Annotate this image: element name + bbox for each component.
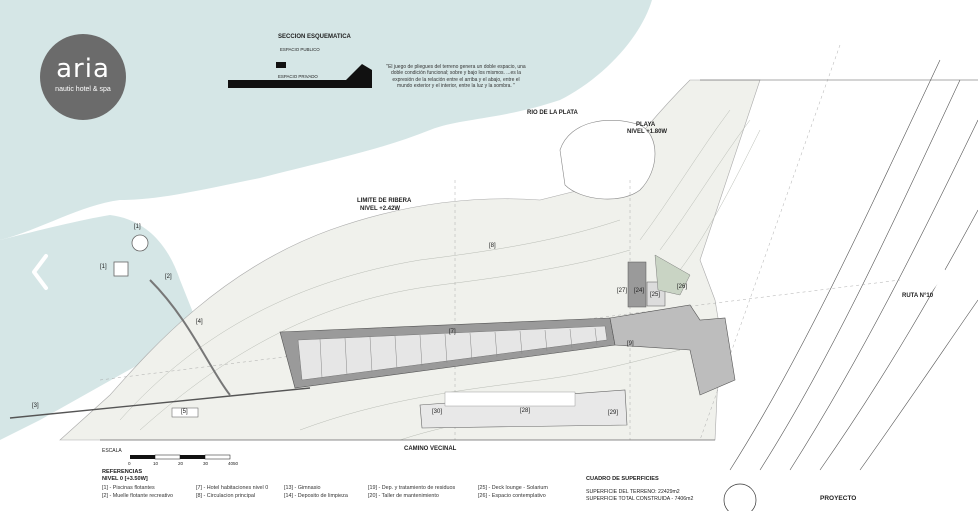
tag-24: [24] [634, 288, 645, 294]
parking-bay [444, 391, 576, 407]
reference-item: [8] - Circulacion principal [196, 493, 256, 499]
scale-tick-30: 30 [203, 461, 209, 466]
tag-9: [9] [627, 341, 634, 347]
tag-5: [5] [181, 409, 188, 415]
beach-area [559, 120, 656, 200]
tag-27: [27] [617, 288, 628, 294]
service-block [609, 304, 736, 396]
section-title: SECCION ESQUEMATICA [278, 34, 351, 40]
reference-item: [14] - Deposito de limpieza [284, 493, 348, 499]
references-col-2: [7] - Hotel habitaciones nivel 0 [8] - C… [196, 484, 268, 500]
label-rio: RIO DE LA PLATA [527, 110, 578, 116]
tag-1a: [1] [134, 224, 141, 230]
reference-item: [13] - Gimnasio [284, 485, 321, 491]
prev-arrow-icon[interactable] [28, 252, 52, 292]
site-land [59, 79, 761, 441]
floating-pool-square [113, 261, 129, 277]
concept-quote: "El juego de pliegues del terreno genera… [386, 64, 526, 90]
logo-subtitle: nautic hotel & spa [55, 86, 111, 93]
floating-pool-round [131, 234, 149, 252]
scale-tick-40: 40 [228, 461, 234, 466]
scale-tick-20: 20 [178, 461, 184, 466]
section-private-label: ESPACIO PRIVADO [278, 74, 318, 79]
scale-tick-0: 0 [128, 461, 131, 466]
access-road [9, 387, 311, 419]
reference-item: [2] - Muelle flotante recreativo [102, 493, 174, 499]
label-limite-nivel: NIVEL +2.42W [360, 206, 401, 212]
scale-label: ESCALA [102, 448, 122, 454]
tag-30: [30] [432, 409, 443, 415]
label-playa-nivel: NIVEL +1.80W [627, 129, 668, 135]
tag-5-box [171, 407, 199, 418]
aria-logo: aria nautic hotel & spa [40, 34, 126, 120]
reference-item: [1] - Piscinas flotantes [102, 485, 155, 491]
reference-item: [19] - Dep. y tratamiento de residuos [368, 485, 456, 491]
road-curves [700, 59, 978, 471]
reference-item: [7] - Hotel habitaciones nivel 0 [196, 485, 269, 491]
tag-28: [28] [520, 408, 531, 414]
tag-8: [8] [489, 243, 496, 249]
north-arrow [723, 483, 757, 511]
tag-25: [25] [650, 292, 661, 298]
green-area [654, 254, 691, 296]
surfaces-title: CUADRO DE SUPERFICIES [586, 476, 659, 482]
tag-1b: [1] [100, 264, 107, 270]
reference-item: [20] - Taller de mantenimiento [368, 493, 439, 499]
section-schematic [228, 64, 372, 88]
reference-item: [26] - Espacio contemplativo [478, 493, 546, 499]
scale-bar [130, 454, 231, 460]
next-arrow-icon[interactable] [926, 252, 950, 292]
references-level: NIVEL 0 [+3.50W] [102, 476, 148, 482]
references-col-5: [25] - Deck lounge - Solarium [26] - Esp… [478, 484, 548, 500]
scale-tick-50: 50 [233, 461, 239, 466]
lower-water [0, 215, 200, 440]
references-col-3: [13] - Gimnasio [14] - Deposito de limpi… [284, 484, 348, 500]
tag-4: [4] [196, 319, 203, 325]
tag-2: [2] [165, 274, 172, 280]
reference-item: [25] - Deck lounge - Solarium [478, 485, 548, 491]
surfaces-terreno: SUPERFICIE DEL TERRENO: 22429m2 [586, 489, 680, 495]
tag-7: [7] [449, 329, 456, 335]
references-title: REFERENCIAS [102, 469, 143, 475]
spa-block [627, 261, 647, 308]
label-ruta: RUTA N°10 [902, 293, 934, 299]
section-marker [276, 62, 286, 68]
surfaces-construida: SUPERFICIE TOTAL CONSTRUIDA - 7406m2 [586, 496, 694, 502]
section-public-label: ESPACIO PUBLICO [280, 47, 320, 52]
scale-tick-10: 10 [153, 461, 159, 466]
pier-walkway [149, 279, 231, 396]
river-water [0, 0, 652, 240]
tag-29: [29] [608, 410, 619, 416]
label-playa: PLAYA [636, 122, 656, 128]
hotel-rooms [297, 325, 608, 381]
label-camino: CAMINO VECINAL [404, 446, 457, 452]
references-col-4: [19] - Dep. y tratamiento de residuos [2… [368, 484, 455, 500]
room-dividers [319, 327, 598, 379]
proyecto-label: PROYECTO [820, 495, 857, 502]
tag-3: [3] [32, 403, 39, 409]
references-col-1: [1] - Piscinas flotantes [2] - Muelle fl… [102, 484, 173, 500]
tag-26: [26] [677, 284, 688, 290]
logo-name: aria [56, 54, 110, 84]
label-limite: LIMITE DE RIBERA [357, 198, 412, 204]
